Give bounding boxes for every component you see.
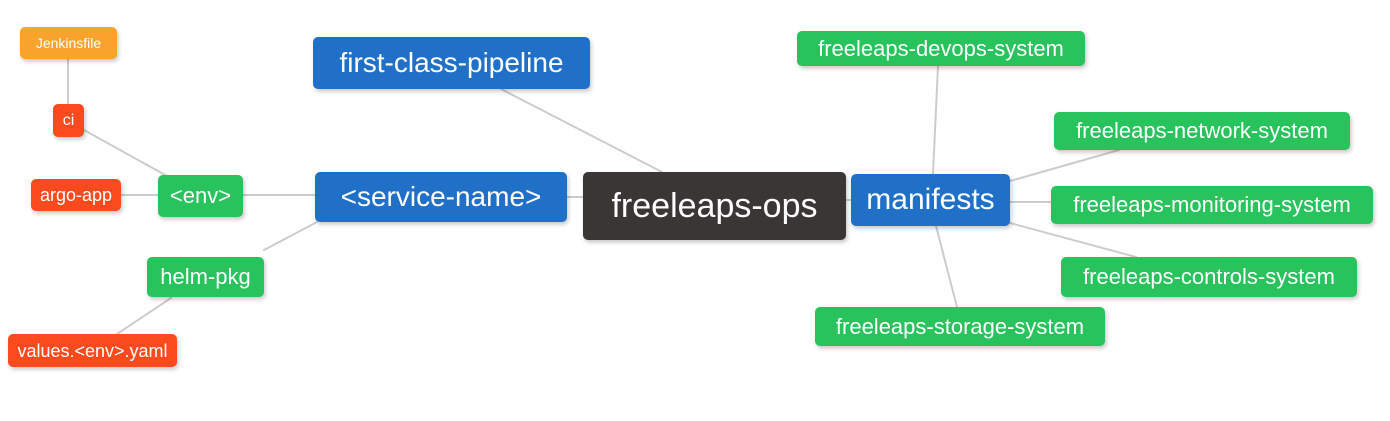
edge-manifests-to-freeleaps-devops-system — [932, 65, 939, 175]
node-manifests[interactable]: manifests — [851, 174, 1010, 226]
node-helm-pkg[interactable]: helm-pkg — [147, 257, 264, 297]
edge-first-class-pipeline-to-freeleaps-ops — [500, 88, 663, 173]
node-argo-app[interactable]: argo-app — [31, 179, 121, 211]
edge-values-env-yaml-to-helm-pkg — [116, 297, 172, 335]
node-first-class-pipeline[interactable]: first-class-pipeline — [313, 37, 590, 89]
node-freeleaps-storage-system[interactable]: freeleaps-storage-system — [815, 307, 1105, 346]
node-service-name[interactable]: <service-name> — [315, 172, 567, 222]
node-freeleaps-controls-system[interactable]: freeleaps-controls-system — [1061, 257, 1357, 297]
edge-manifests-to-freeleaps-network-system — [1009, 149, 1120, 182]
node-jenkinsfile[interactable]: Jenkinsfile — [20, 27, 117, 59]
edge-ci-to-env — [83, 129, 168, 177]
edge-manifests-to-freeleaps-controls-system — [1009, 222, 1137, 258]
node-freeleaps-monitoring-system[interactable]: freeleaps-monitoring-system — [1051, 186, 1373, 224]
node-freeleaps-devops-system[interactable]: freeleaps-devops-system — [797, 31, 1085, 66]
edge-manifests-to-freeleaps-storage-system — [935, 225, 958, 308]
node-freeleaps-network-system[interactable]: freeleaps-network-system — [1054, 112, 1350, 150]
edge-helm-pkg-to-service-name — [263, 221, 318, 251]
node-env[interactable]: <env> — [158, 175, 243, 217]
node-ci[interactable]: ci — [53, 104, 84, 137]
node-values-env-yaml[interactable]: values.<env>.yaml — [8, 334, 177, 367]
node-freeleaps-ops[interactable]: freeleaps-ops — [583, 172, 846, 240]
